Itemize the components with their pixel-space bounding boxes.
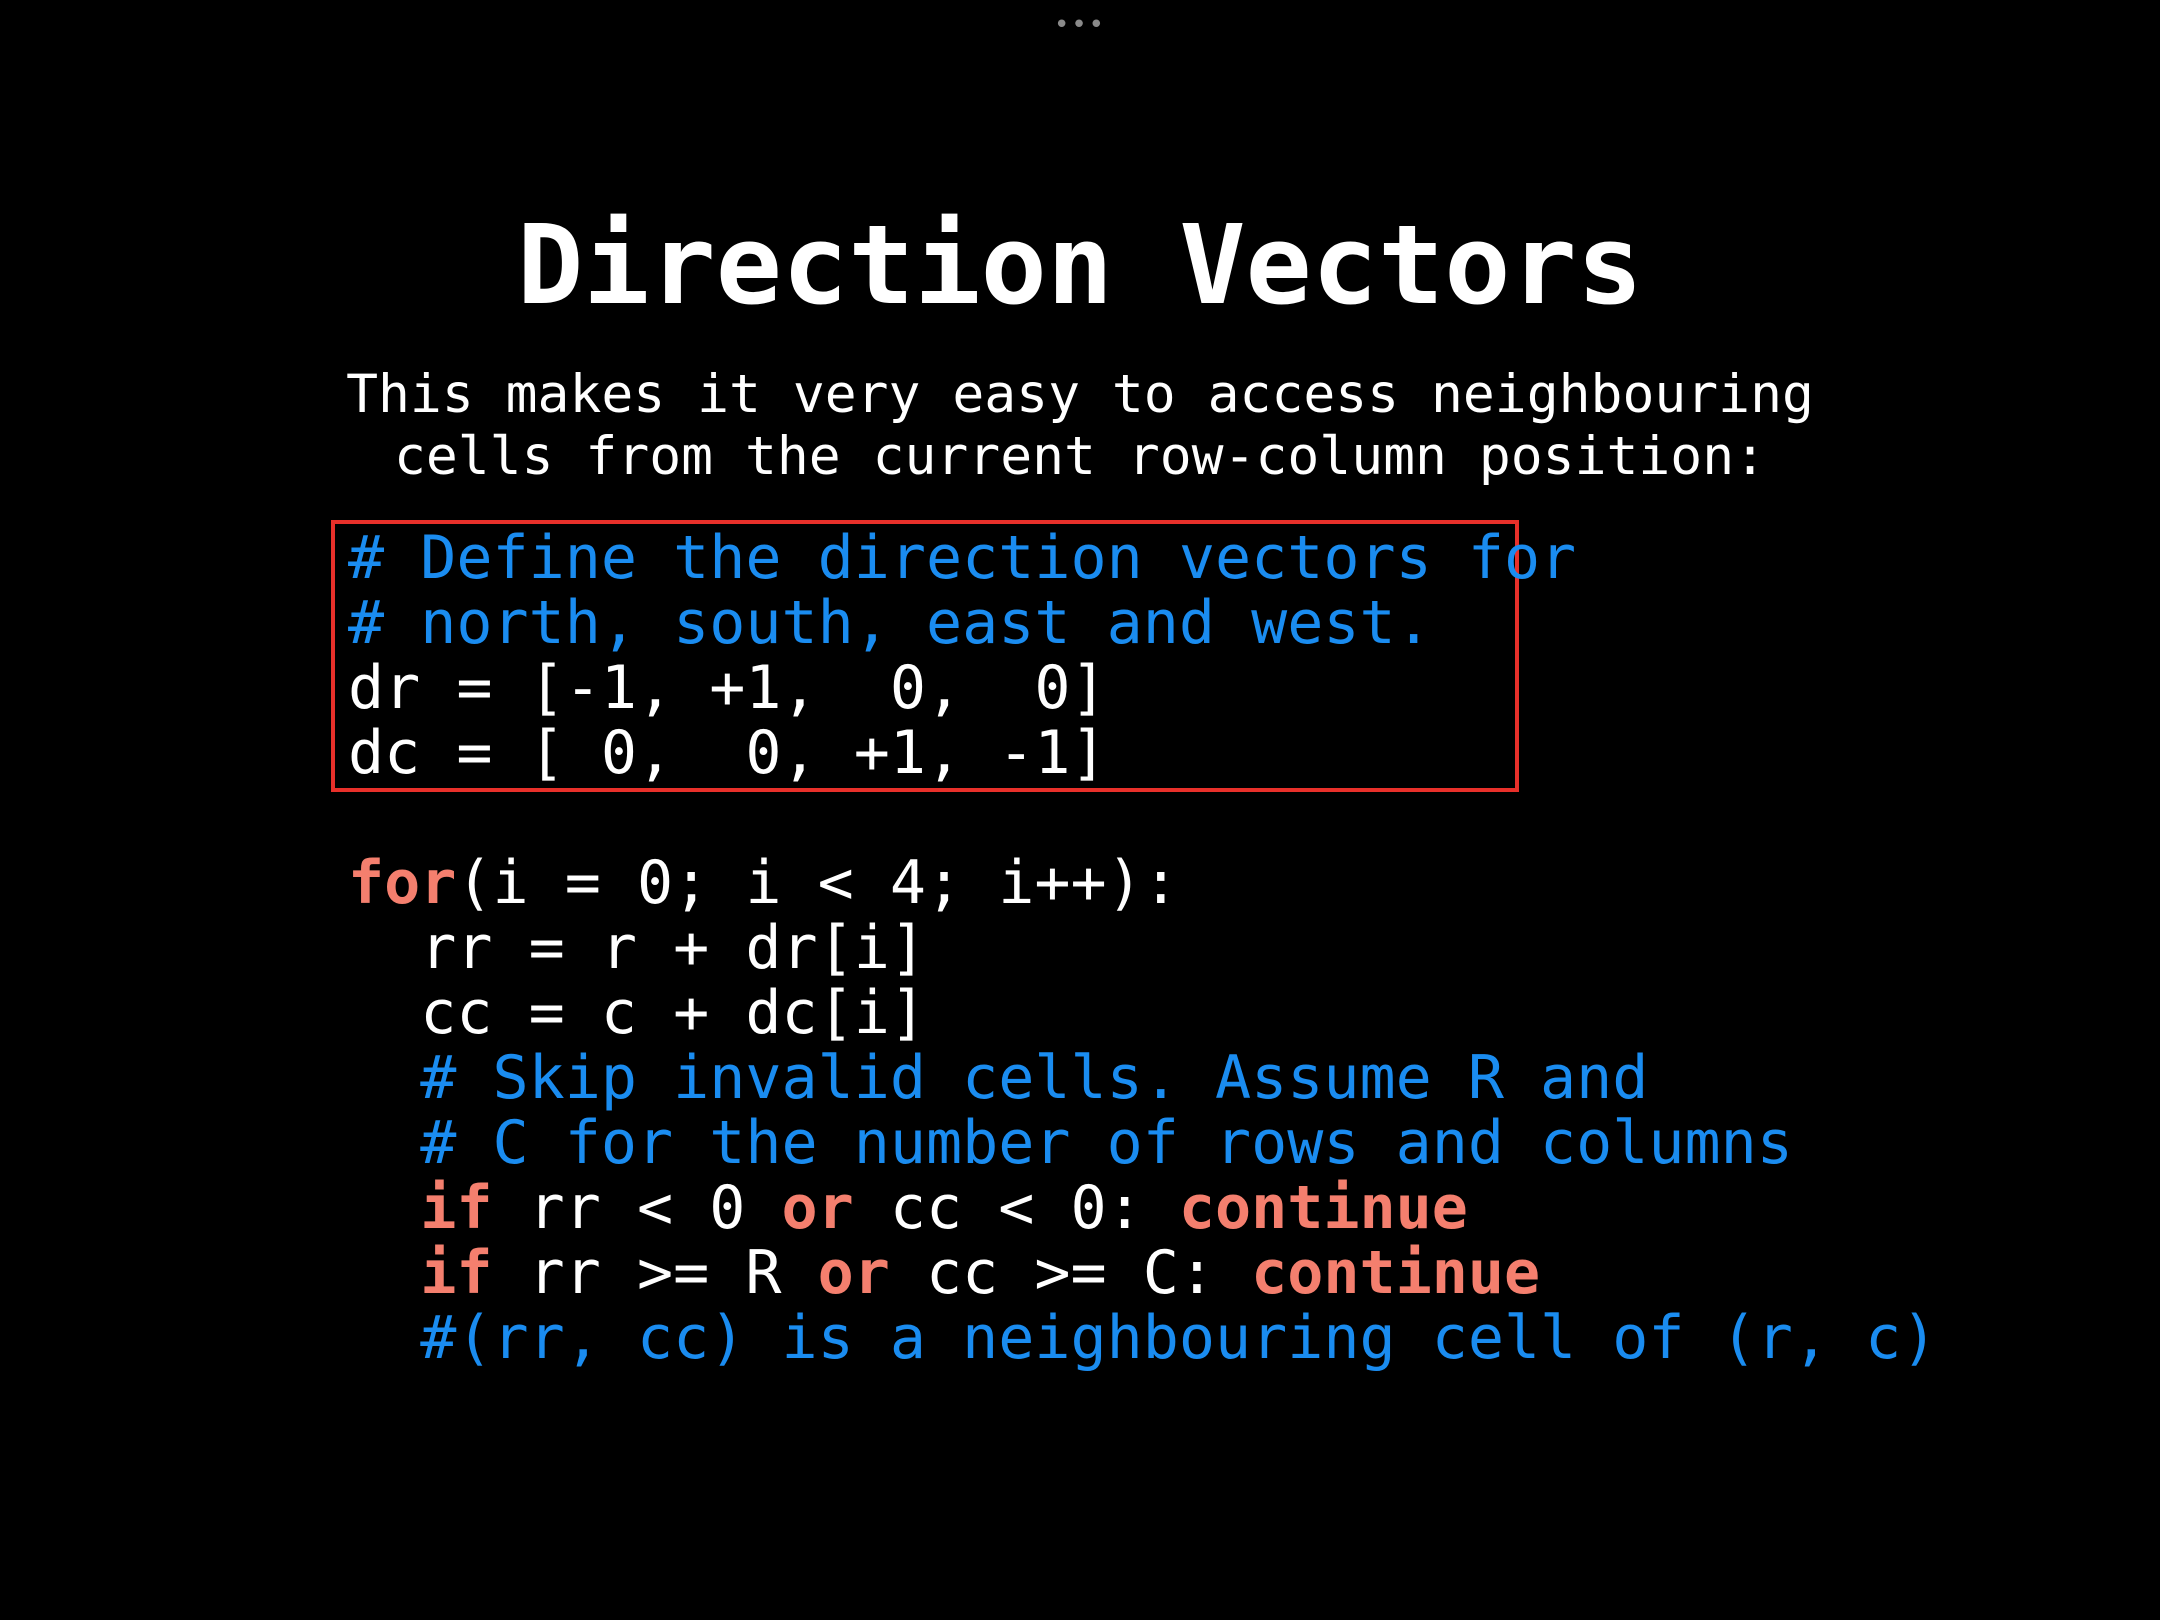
code-text	[348, 1238, 420, 1308]
code-text: (i = 0; i < 4; i++):	[456, 848, 1179, 918]
code-text: cc < 0:	[853, 1173, 1179, 1243]
code-line: cc = c + dc[i]	[348, 981, 1937, 1046]
highlight-box	[331, 520, 1519, 792]
code-keyword: if	[420, 1238, 493, 1308]
code-keyword: continue	[1178, 1173, 1468, 1243]
code-text: cc >= C:	[889, 1238, 1252, 1308]
code-text: dr = [-1, +1, 0, 0]	[348, 653, 1107, 723]
code-text: cc = c + dc[i]	[348, 978, 926, 1048]
code-line: if rr < 0 or cc < 0: continue	[348, 1176, 1937, 1241]
code-line: # Skip invalid cells. Assume R and	[348, 1046, 1937, 1111]
code-keyword: or	[817, 1238, 890, 1308]
code-comment: # Define the direction vectors for	[348, 523, 1577, 593]
code-line: for(i = 0; i < 4; i++):	[348, 851, 1937, 916]
code-text: dc = [ 0, 0, +1, -1]	[348, 718, 1107, 788]
code-text: rr < 0	[492, 1173, 782, 1243]
code-text: rr = r + dr[i]	[348, 913, 926, 983]
code-line: if rr >= R or cc >= C: continue	[348, 1241, 1937, 1306]
code-keyword: continue	[1251, 1238, 1541, 1308]
window-options-dots[interactable]: •••	[1053, 10, 1106, 40]
code-keyword: or	[781, 1173, 854, 1243]
code-comment: # C for the number of rows and columns	[348, 1108, 1793, 1178]
slide-title: Direction Vectors	[517, 201, 1643, 329]
subtitle-line-1: This makes it very easy to access neighb…	[346, 364, 1814, 425]
code-line: #(rr, cc) is a neighbouring cell of (r, …	[348, 1306, 1937, 1371]
code-line: dr = [-1, +1, 0, 0]	[348, 656, 1576, 721]
code-line: # C for the number of rows and columns	[348, 1111, 1937, 1176]
code-comment: # north, south, east and west.	[348, 588, 1432, 658]
code-comment: # Skip invalid cells. Assume R and	[348, 1043, 1649, 1113]
code-block-direction-vectors: # Define the direction vectors for# nort…	[348, 526, 1576, 786]
code-comment: #(rr, cc) is a neighbouring cell of (r, …	[348, 1303, 1938, 1373]
code-line: # Define the direction vectors for	[348, 526, 1576, 591]
slide-subtitle: This makes it very easy to access neighb…	[0, 364, 2160, 488]
subtitle-line-2: cells from the current row-column positi…	[393, 426, 1767, 487]
code-line: rr = r + dr[i]	[348, 916, 1937, 981]
code-line: # north, south, east and west.	[348, 591, 1576, 656]
code-line: dc = [ 0, 0, +1, -1]	[348, 721, 1576, 786]
code-keyword: if	[420, 1173, 493, 1243]
code-text: rr >= R	[492, 1238, 818, 1308]
code-block-neighbour-loop: for(i = 0; i < 4; i++): rr = r + dr[i] c…	[348, 851, 1937, 1371]
code-keyword: for	[348, 848, 457, 918]
code-text	[348, 1173, 420, 1243]
